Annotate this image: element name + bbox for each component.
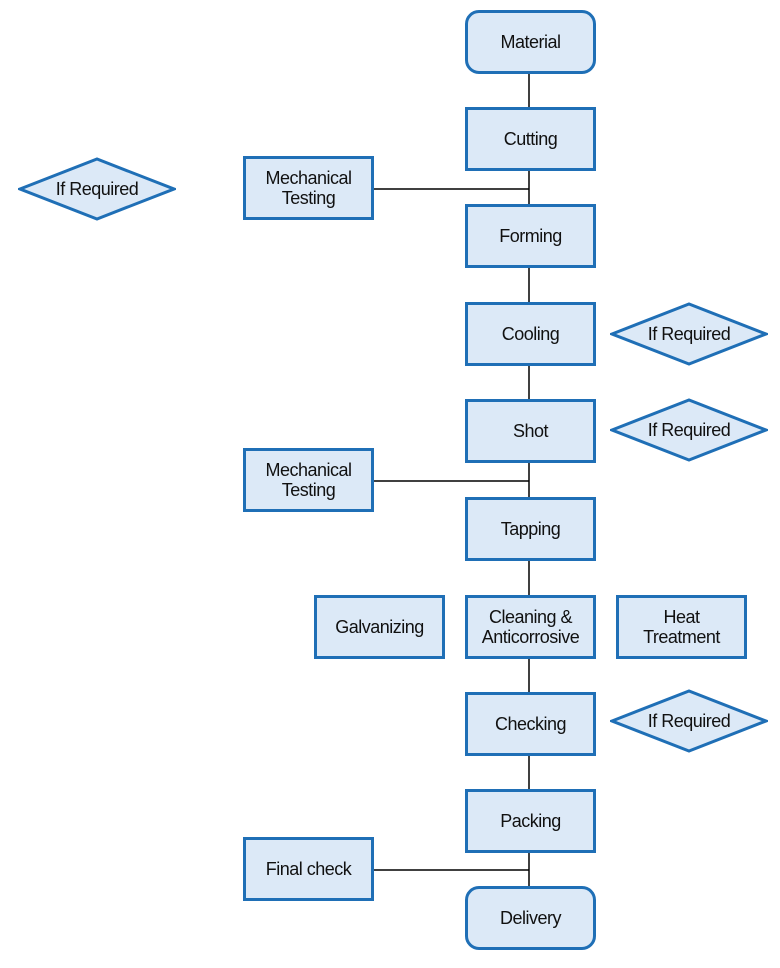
diamond-shape <box>607 398 771 462</box>
condition-label: If Required <box>647 710 731 731</box>
node-final-check: Final check <box>243 837 374 901</box>
node-mechanical-testing-1: Mechanical Testing <box>243 156 374 220</box>
condition-label: If Required <box>647 419 731 440</box>
condition-if-required-2: If Required <box>607 302 771 366</box>
node-shot: Shot <box>465 399 596 463</box>
condition-label: If Required <box>55 178 139 199</box>
node-mechanical-testing-2: Mechanical Testing <box>243 448 374 512</box>
condition-label: If Required <box>647 323 731 344</box>
condition-if-required-1: If Required <box>15 157 179 221</box>
node-cutting: Cutting <box>465 107 596 171</box>
node-tapping: Tapping <box>465 497 596 561</box>
node-cooling: Cooling <box>465 302 596 366</box>
condition-if-required-3: If Required <box>607 398 771 462</box>
node-material: Material <box>465 10 596 74</box>
node-heat-treatment: Heat Treatment <box>616 595 747 659</box>
diamond-shape <box>607 302 771 366</box>
node-packing: Packing <box>465 789 596 853</box>
node-forming: Forming <box>465 204 596 268</box>
diamond-shape <box>607 689 771 753</box>
condition-if-required-4: If Required <box>607 689 771 753</box>
node-cleaning-anticorrosive: Cleaning & Anticorrosive <box>465 595 596 659</box>
node-delivery: Delivery <box>465 886 596 950</box>
diamond-shape <box>15 157 179 221</box>
node-checking: Checking <box>465 692 596 756</box>
node-galvanizing: Galvanizing <box>314 595 445 659</box>
